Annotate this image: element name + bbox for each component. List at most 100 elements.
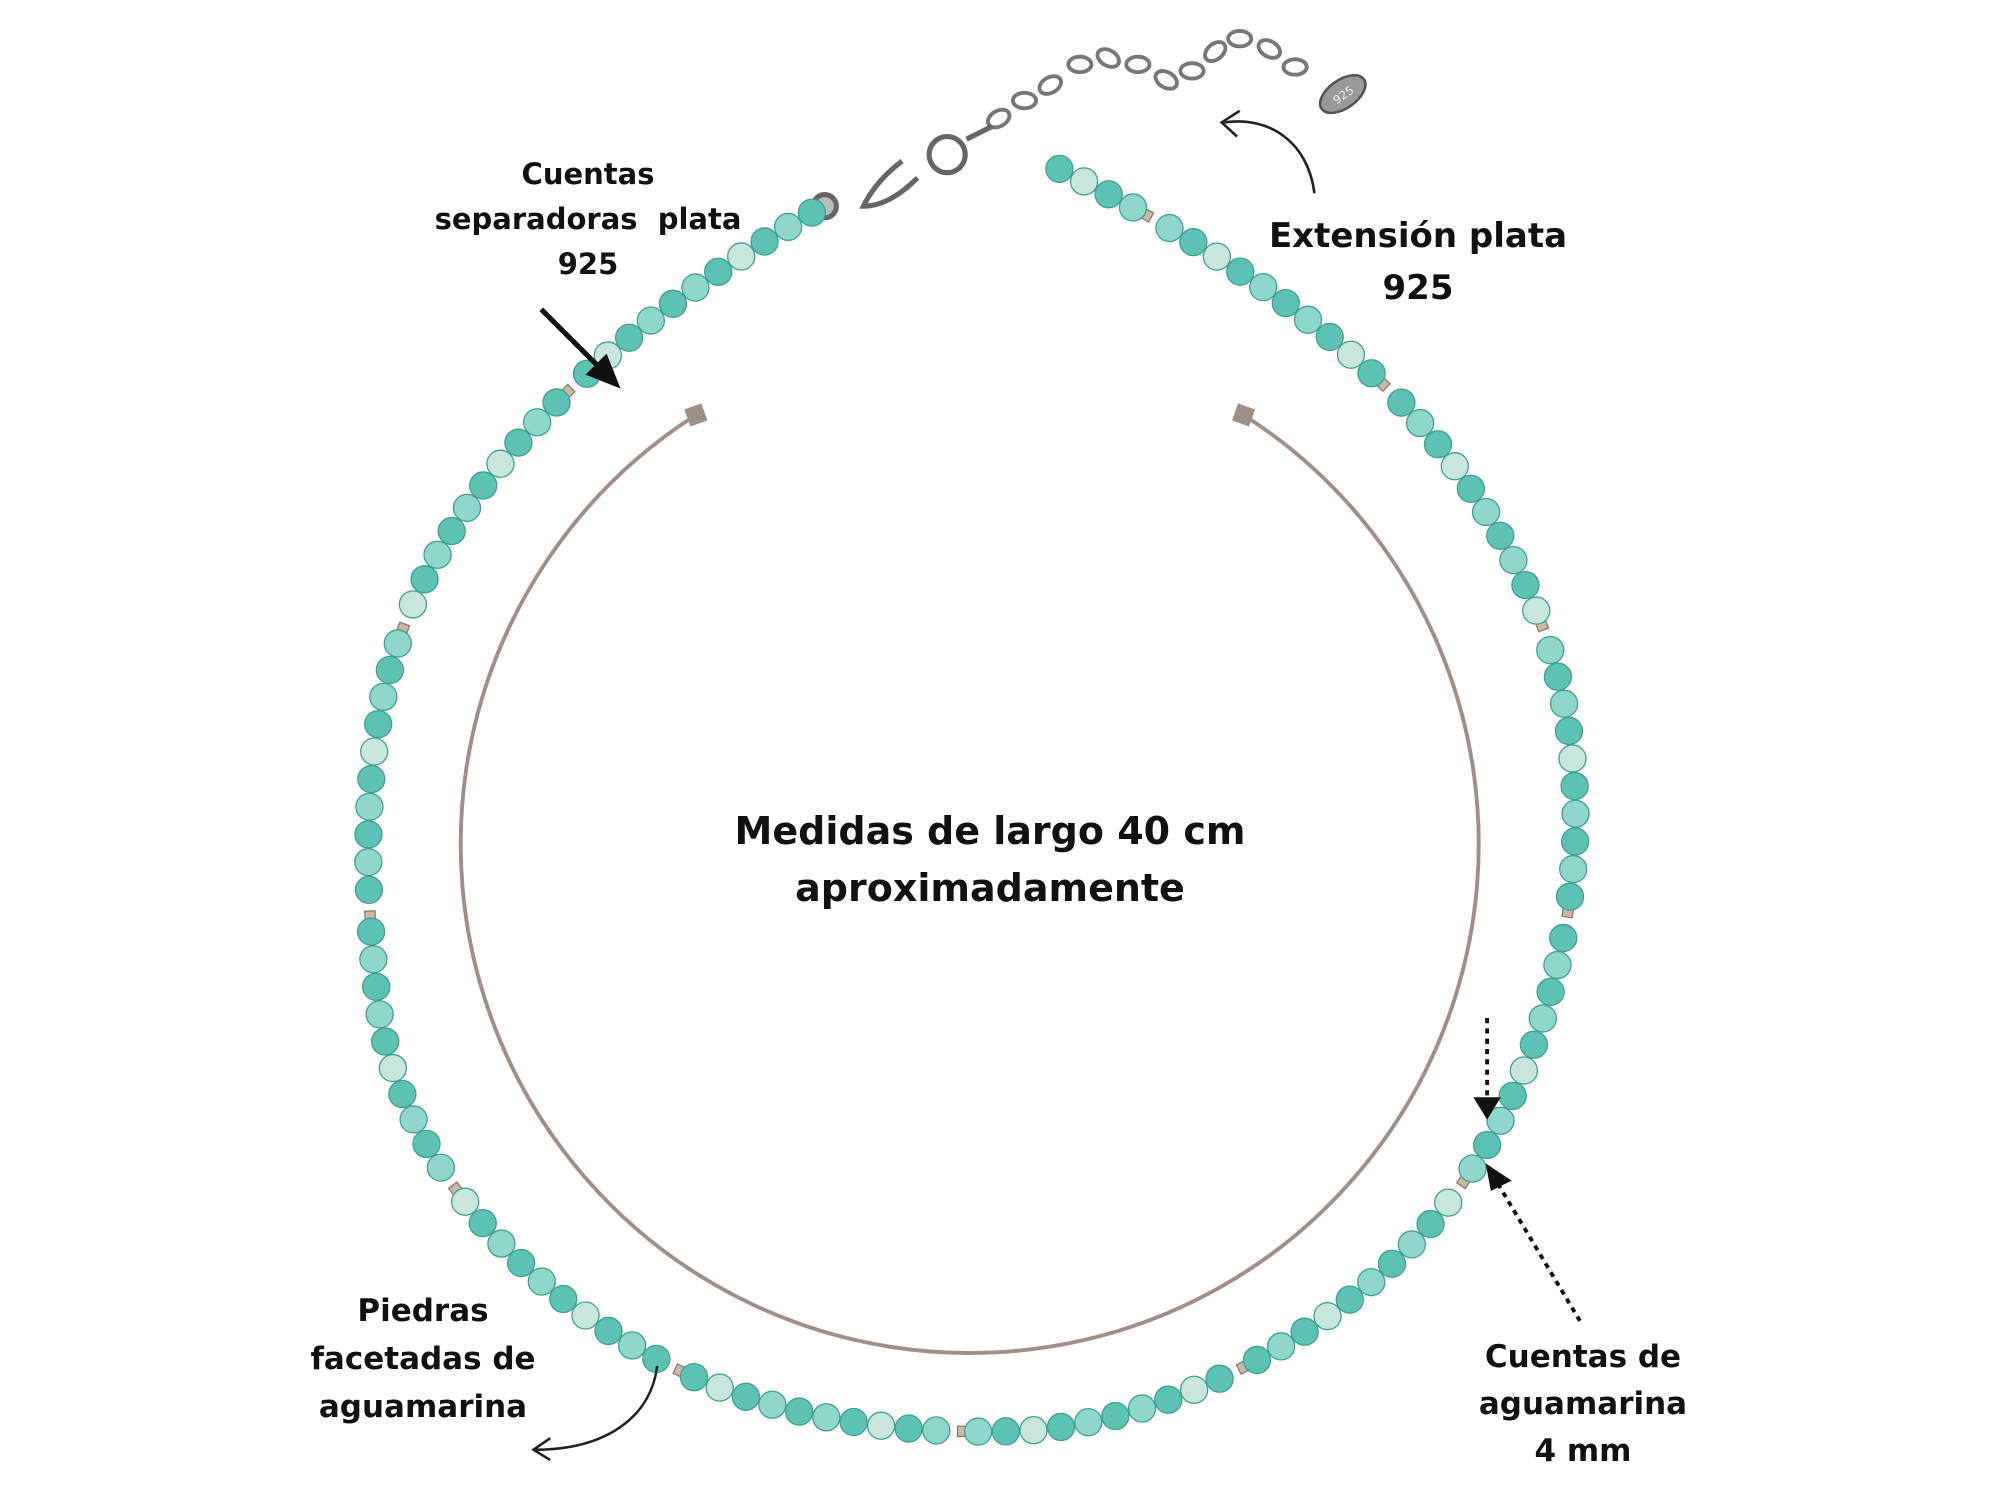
aquamarine-bead bbox=[363, 709, 393, 739]
aquamarine-bead bbox=[1266, 1332, 1296, 1361]
aquamarine-bead bbox=[704, 257, 733, 286]
aquamarine-bead bbox=[354, 847, 383, 877]
aquamarine-bead bbox=[866, 1411, 896, 1440]
aquamarine-bead bbox=[549, 1284, 578, 1314]
spacer-arrow bbox=[539, 307, 621, 389]
label-line: aproximadamente bbox=[795, 866, 1185, 910]
aquamarine-bead bbox=[679, 1362, 709, 1392]
label-line: aguamarina bbox=[1478, 1386, 1688, 1422]
aquamarine-bead bbox=[758, 1390, 787, 1419]
arc-end-left bbox=[684, 403, 708, 427]
aquamarine-bead bbox=[1226, 257, 1255, 286]
necklace-strand bbox=[368, 168, 1575, 1432]
aquamarine-bead bbox=[1357, 359, 1386, 388]
aquamarine-bead bbox=[357, 764, 386, 794]
aquamarine-bead bbox=[1543, 662, 1573, 691]
aquamarine-bead bbox=[1549, 923, 1578, 953]
aquamarine-bead bbox=[1472, 1130, 1502, 1160]
aquamarine-bead bbox=[423, 540, 452, 569]
aquamarine-bead bbox=[1019, 1416, 1048, 1445]
aquamarine-bead bbox=[375, 655, 405, 685]
aquamarine-bead bbox=[1499, 545, 1528, 575]
tag-pendant: 925 bbox=[1318, 73, 1367, 115]
aquamarine-bead bbox=[1045, 154, 1074, 184]
label-line: Extensión plata bbox=[1268, 216, 1568, 256]
aquamarine-bead bbox=[812, 1403, 841, 1432]
aquamarine-bead bbox=[1118, 193, 1148, 222]
aquamarine-bead bbox=[785, 1397, 814, 1426]
aquamarine-bead bbox=[1377, 1249, 1407, 1278]
aquamarine-bead bbox=[1046, 1412, 1076, 1442]
beads-group bbox=[354, 154, 1590, 1446]
label-line: separadoras plata bbox=[434, 202, 742, 236]
aquamarine-bead bbox=[1522, 596, 1551, 625]
aquamarine-bead bbox=[1155, 213, 1184, 243]
aquamarine-bead bbox=[1094, 180, 1123, 209]
aquamarine-bead bbox=[1456, 474, 1486, 503]
aquamarine-bead bbox=[504, 428, 533, 457]
aquamarine-bead bbox=[1536, 635, 1565, 665]
label-silver-extension: Extensión plata 925 bbox=[1269, 210, 1567, 314]
length-arc bbox=[458, 413, 1481, 1355]
aquamarine-bead bbox=[1434, 1188, 1463, 1217]
aquamarine-bead bbox=[1387, 388, 1416, 417]
aquamarine-bead bbox=[506, 1248, 536, 1278]
aquamarine-bead bbox=[991, 1417, 1021, 1446]
aquamarine-bead bbox=[1313, 1301, 1342, 1331]
aquamarine-bead bbox=[359, 945, 388, 974]
aquamarine-bead bbox=[705, 1373, 734, 1402]
aquamarine-bead bbox=[354, 820, 383, 849]
aquamarine-bead bbox=[527, 1267, 556, 1296]
aquamarine-bead bbox=[731, 1382, 761, 1411]
aquamarine-bead bbox=[894, 1414, 923, 1443]
label-line: facetadas de bbox=[310, 1341, 536, 1377]
aquamarine-bead bbox=[356, 917, 386, 946]
label-length: Medidas de largo 40 cm aproximadamente bbox=[735, 803, 1246, 917]
label-silver-spacers: Cuentas separadoras plata 925 bbox=[435, 152, 742, 287]
bead-arrow-diagonal bbox=[1485, 1163, 1582, 1322]
aquamarine-bead bbox=[1486, 521, 1515, 550]
aquamarine-bead bbox=[571, 1301, 600, 1330]
aquamarine-bead bbox=[1511, 570, 1540, 600]
aquamarine-bead bbox=[1555, 882, 1585, 911]
aquamarine-bead bbox=[1357, 1267, 1386, 1297]
bead-arrow-vertical bbox=[1473, 1018, 1501, 1120]
aquamarine-bead bbox=[354, 875, 384, 905]
aquamarine-bead bbox=[1458, 1154, 1487, 1183]
label-line: Medidas de largo 40 cm bbox=[734, 809, 1246, 853]
aquamarine-bead bbox=[636, 306, 666, 335]
aquamarine-bead bbox=[378, 1053, 408, 1083]
aquamarine-bead bbox=[1554, 716, 1584, 746]
lobster-clasp bbox=[810, 123, 994, 221]
aquamarine-bead bbox=[1560, 771, 1589, 801]
aquamarine-bead bbox=[1335, 1285, 1364, 1314]
aquamarine-bead bbox=[468, 1208, 497, 1238]
extension-arrow bbox=[1219, 109, 1316, 194]
aquamarine-bead bbox=[383, 629, 412, 658]
aquamarine-bead bbox=[1397, 1230, 1426, 1259]
aquamarine-bead bbox=[1202, 242, 1232, 271]
aquamarine-bead bbox=[1336, 340, 1366, 369]
aquamarine-bead bbox=[922, 1416, 951, 1445]
label-line: 4 mm bbox=[1534, 1433, 1632, 1469]
aquamarine-bead bbox=[1069, 167, 1099, 196]
aquamarine-bead bbox=[1519, 1030, 1549, 1059]
aquamarine-bead bbox=[1423, 430, 1453, 459]
aquamarine-bead bbox=[362, 972, 391, 1002]
aquamarine-bead bbox=[412, 1129, 441, 1159]
aquamarine-bead bbox=[1561, 799, 1590, 828]
aquamarine-bead bbox=[617, 1331, 647, 1360]
label-line: 925 bbox=[1382, 268, 1454, 308]
aquamarine-bead bbox=[1179, 227, 1208, 257]
aquamarine-bead bbox=[1290, 1317, 1319, 1346]
aquamarine-bead bbox=[487, 1229, 516, 1258]
aquamarine-bead bbox=[360, 737, 389, 766]
arc-end-right bbox=[1231, 403, 1256, 427]
aquamarine-bead bbox=[773, 212, 803, 242]
aquamarine-bead bbox=[469, 471, 498, 500]
aquamarine-bead bbox=[1127, 1394, 1157, 1423]
label-line: Cuentas de bbox=[1484, 1339, 1682, 1375]
aquamarine-bead bbox=[1405, 408, 1435, 438]
label-bead-size: Cuentas de aguamarina 4 mm bbox=[1479, 1334, 1687, 1475]
